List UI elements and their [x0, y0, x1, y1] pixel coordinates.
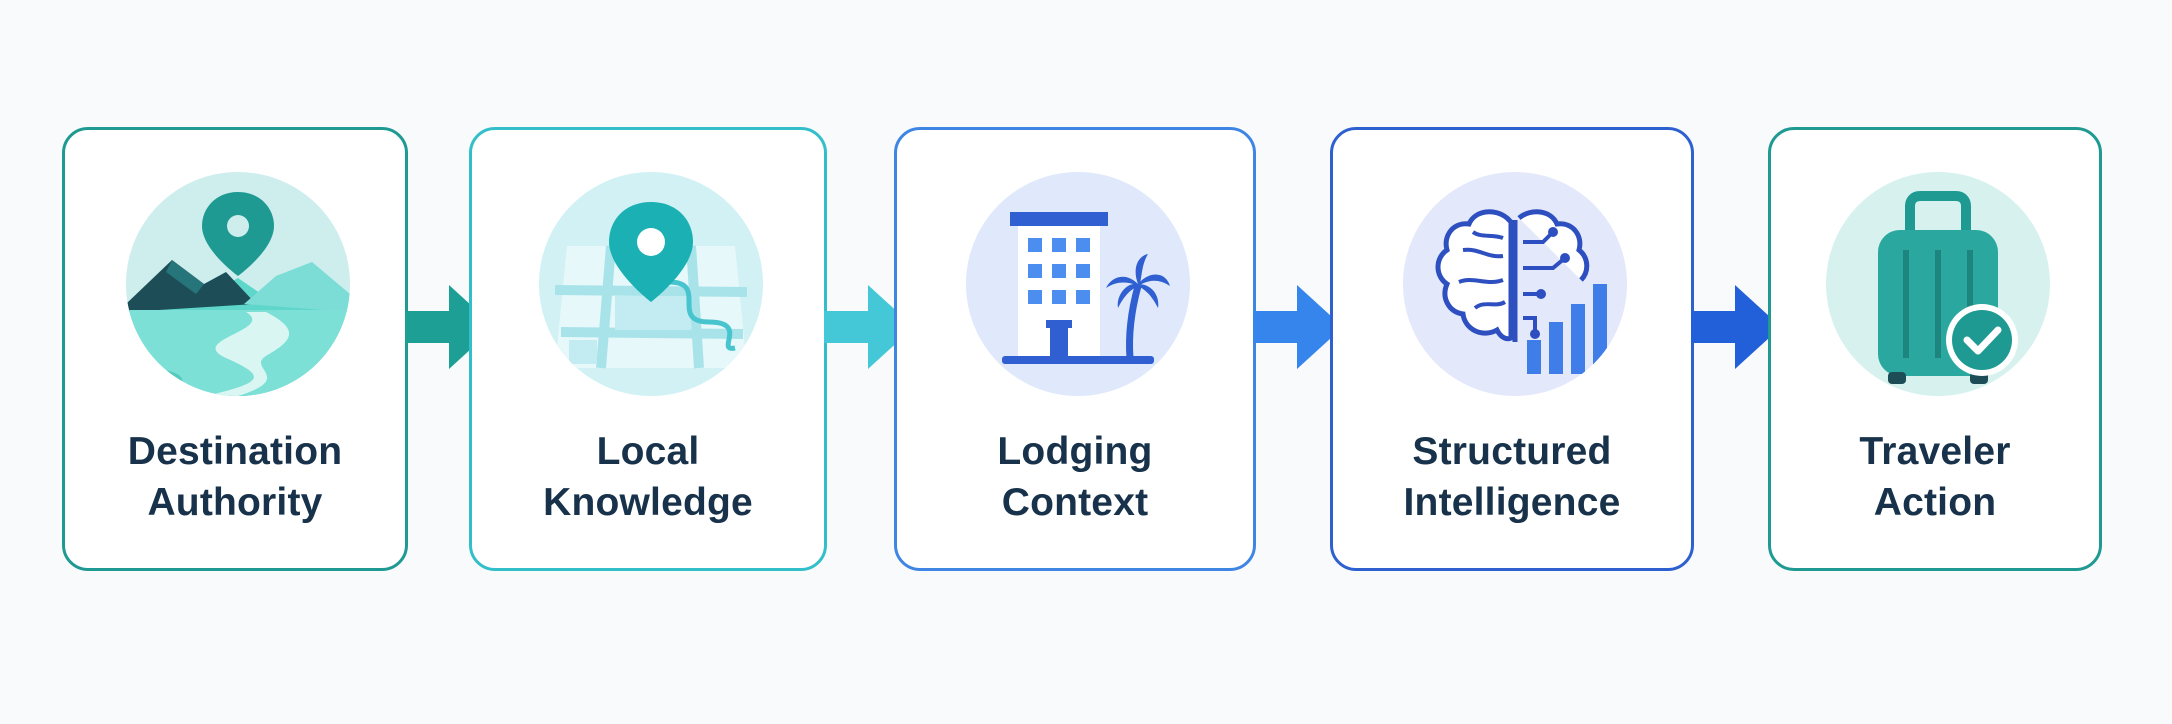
- step-label-line2: Action: [1873, 481, 1997, 524]
- flow-arrow: [405, 285, 495, 369]
- brain-chart-icon: [1403, 172, 1627, 396]
- step-label-line1: Lodging: [997, 430, 1153, 473]
- step-label: Lodging Context: [897, 426, 1253, 528]
- luggage-check-icon: [1826, 172, 2050, 396]
- step-card-local-knowledge: Local Knowledge: [469, 127, 827, 571]
- flow-arrow: [1691, 285, 1781, 369]
- step-label-line2: Knowledge: [543, 481, 753, 524]
- step-label-line2: Authority: [147, 481, 323, 524]
- step-card-structured-intelligence: Structured Intelligence: [1330, 127, 1694, 571]
- step-label: Local Knowledge: [472, 426, 824, 528]
- step-label: Traveler Action: [1771, 426, 2099, 528]
- step-card-traveler-action: Traveler Action: [1768, 127, 2102, 571]
- hotel-palm-icon: [966, 172, 1190, 396]
- mountain-pin-icon: [126, 172, 350, 396]
- step-card-destination-authority: Destination Authority: [62, 127, 408, 571]
- step-label-line1: Destination: [127, 430, 343, 473]
- map-pin-icon: [539, 172, 763, 396]
- step-label: Destination Authority: [65, 426, 405, 528]
- step-label-line2: Context: [1001, 481, 1149, 524]
- step-label-line1: Traveler: [1859, 430, 2011, 473]
- step-label-line1: Local: [596, 430, 700, 473]
- step-label: Structured Intelligence: [1333, 426, 1691, 528]
- flow-arrow: [1253, 285, 1343, 369]
- step-label-line2: Intelligence: [1403, 481, 1621, 524]
- step-card-lodging-context: Lodging Context: [894, 127, 1256, 571]
- step-label-line1: Structured: [1412, 430, 1612, 473]
- flow-arrow: [824, 285, 914, 369]
